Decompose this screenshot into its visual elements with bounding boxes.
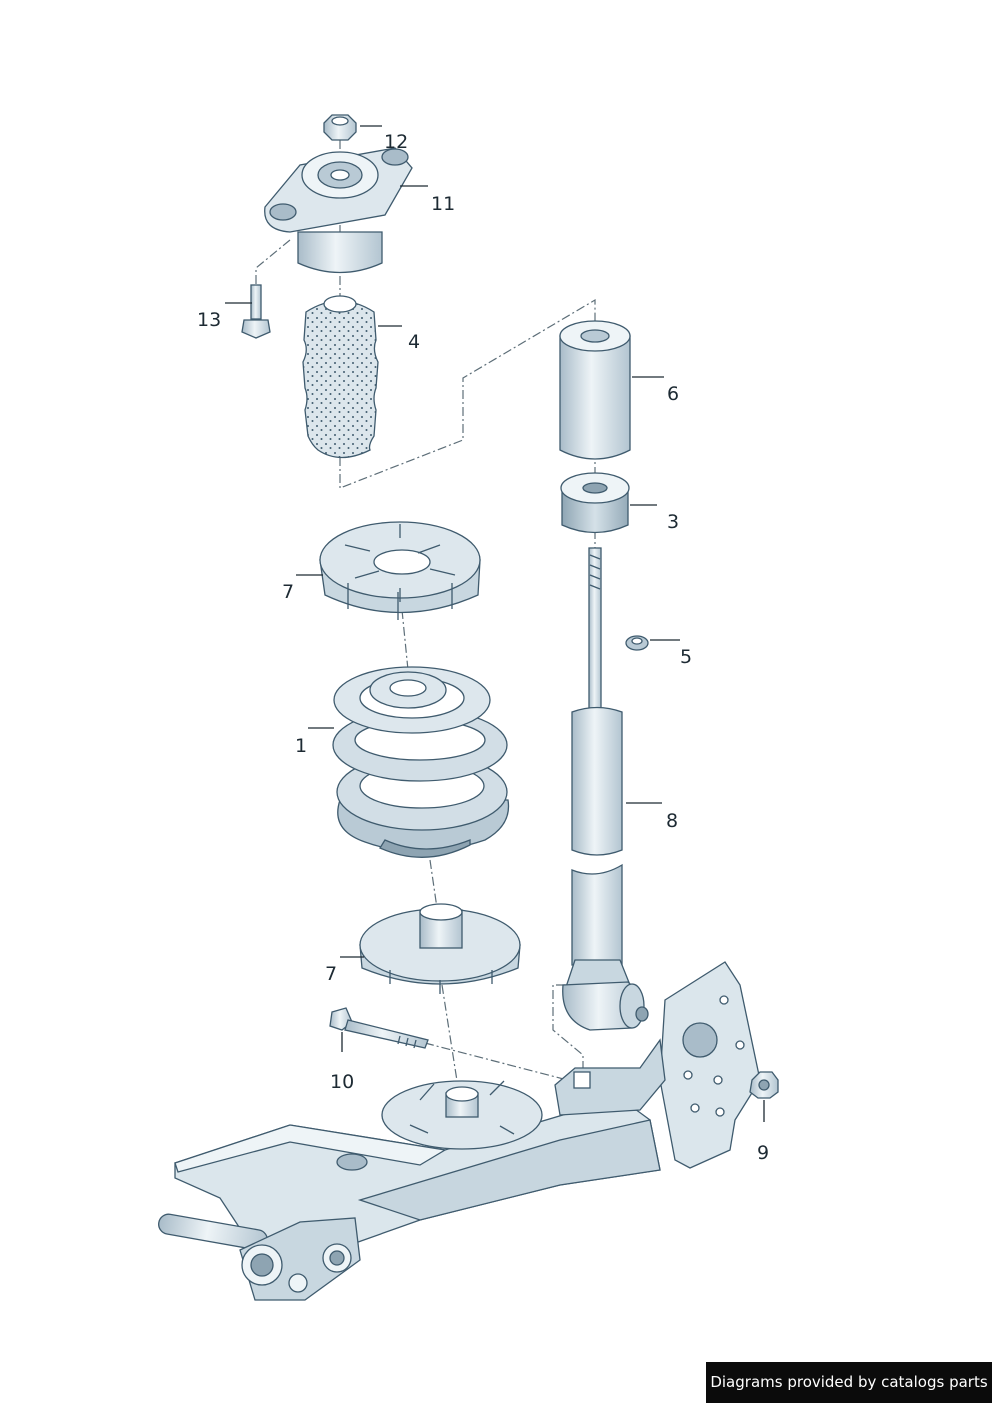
part-3-rebound-buffer — [560, 472, 630, 534]
credit-badge: Diagrams provided by catalogs parts — [706, 1362, 992, 1403]
part-7-upper-spring-pad — [319, 521, 481, 620]
callout-7-lower: 7 — [325, 963, 337, 985]
part-7-lower-spring-pad — [359, 903, 521, 994]
callout-9: 9 — [757, 1142, 769, 1164]
callout-1: 1 — [295, 735, 307, 757]
axle-mounting-bracket — [554, 961, 761, 1169]
callout-8: 8 — [666, 810, 678, 832]
part-8-shock-absorber — [562, 547, 649, 1031]
callout-5: 5 — [680, 646, 692, 668]
part-12-nut — [323, 114, 357, 141]
callout-6: 6 — [667, 383, 679, 405]
part-6-dust-boot — [559, 320, 631, 460]
part-1-coil-spring — [332, 666, 510, 858]
rear-axle-beam — [158, 1097, 661, 1301]
callout-12: 12 — [384, 131, 408, 153]
callout-11: 11 — [431, 193, 455, 215]
part-9-nut — [749, 1071, 779, 1099]
part-4-bump-stop — [302, 295, 379, 459]
callout-4: 4 — [408, 331, 420, 353]
callout-13: 13 — [197, 309, 221, 331]
callout-labels: 12 11 13 4 6 3 7 5 1 8 7 10 9 — [197, 131, 769, 1164]
part-11-strut-mount — [264, 147, 413, 274]
callout-7-upper: 7 — [282, 581, 294, 603]
callout-3: 3 — [667, 511, 679, 533]
part-5-washer — [625, 635, 649, 651]
leader-lines — [225, 125, 765, 1122]
part-10-bolt — [329, 1007, 429, 1049]
callout-10: 10 — [330, 1071, 354, 1093]
spring-seat-lower — [381, 1080, 543, 1150]
part-13-bolt — [241, 284, 271, 339]
